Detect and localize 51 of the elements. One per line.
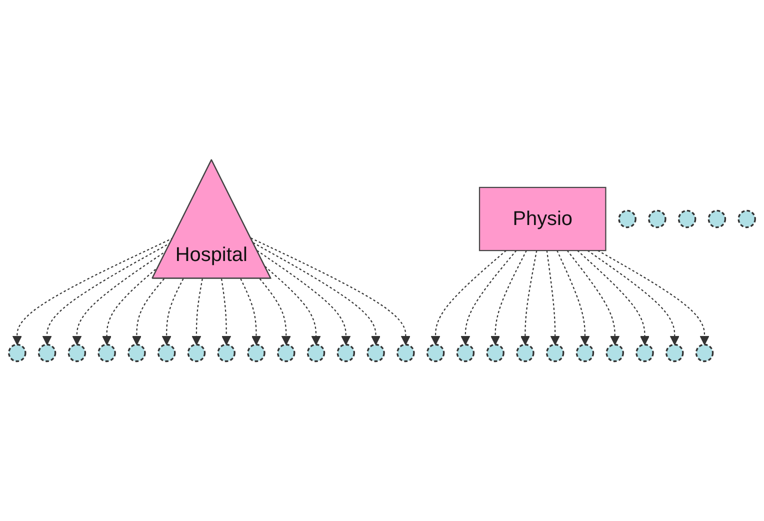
node-circle	[678, 210, 696, 228]
node-circle	[606, 344, 624, 362]
node-circle	[695, 344, 714, 362]
node-circle	[276, 344, 296, 362]
node-circle	[708, 210, 726, 228]
node-circle	[128, 344, 146, 362]
node-circle	[38, 344, 56, 362]
node-circle	[546, 344, 564, 362]
arrow	[250, 238, 411, 346]
arrow	[192, 278, 203, 346]
arrow	[556, 250, 590, 346]
arrow	[252, 242, 381, 346]
node-circle	[217, 344, 236, 362]
arrow	[264, 266, 321, 346]
arrow	[132, 278, 164, 346]
node-circle	[366, 344, 385, 362]
arrow	[520, 250, 538, 346]
arrow	[220, 278, 232, 346]
arrow	[256, 250, 351, 346]
arrow	[460, 250, 517, 346]
node-circle	[247, 344, 266, 362]
arrow	[598, 250, 710, 346]
arrow	[162, 278, 184, 346]
arrow	[430, 250, 506, 346]
node-circle	[456, 344, 475, 362]
arrow	[546, 250, 560, 346]
node-box: Physio	[478, 186, 606, 252]
arrow	[587, 250, 680, 346]
node-circle	[576, 344, 594, 362]
node-circle	[665, 344, 684, 362]
arrow	[72, 250, 168, 346]
node-circle	[98, 344, 116, 362]
node-circle	[618, 210, 636, 228]
node-circle	[516, 344, 534, 362]
node-circle	[187, 344, 206, 362]
node-circle	[8, 344, 26, 362]
node-circle	[336, 344, 356, 362]
arrow	[259, 278, 291, 346]
arrow	[490, 250, 527, 346]
arrow	[566, 250, 620, 346]
node-circle	[157, 344, 176, 362]
node-circle	[636, 344, 654, 362]
node-circle	[738, 210, 756, 228]
node-circle	[486, 344, 504, 362]
arrow	[577, 250, 650, 346]
node-circle	[306, 344, 326, 362]
arrow	[240, 278, 262, 346]
node-circle	[68, 344, 86, 362]
node-circle	[426, 344, 445, 362]
node-circle	[396, 344, 415, 362]
node-circle	[648, 210, 666, 228]
